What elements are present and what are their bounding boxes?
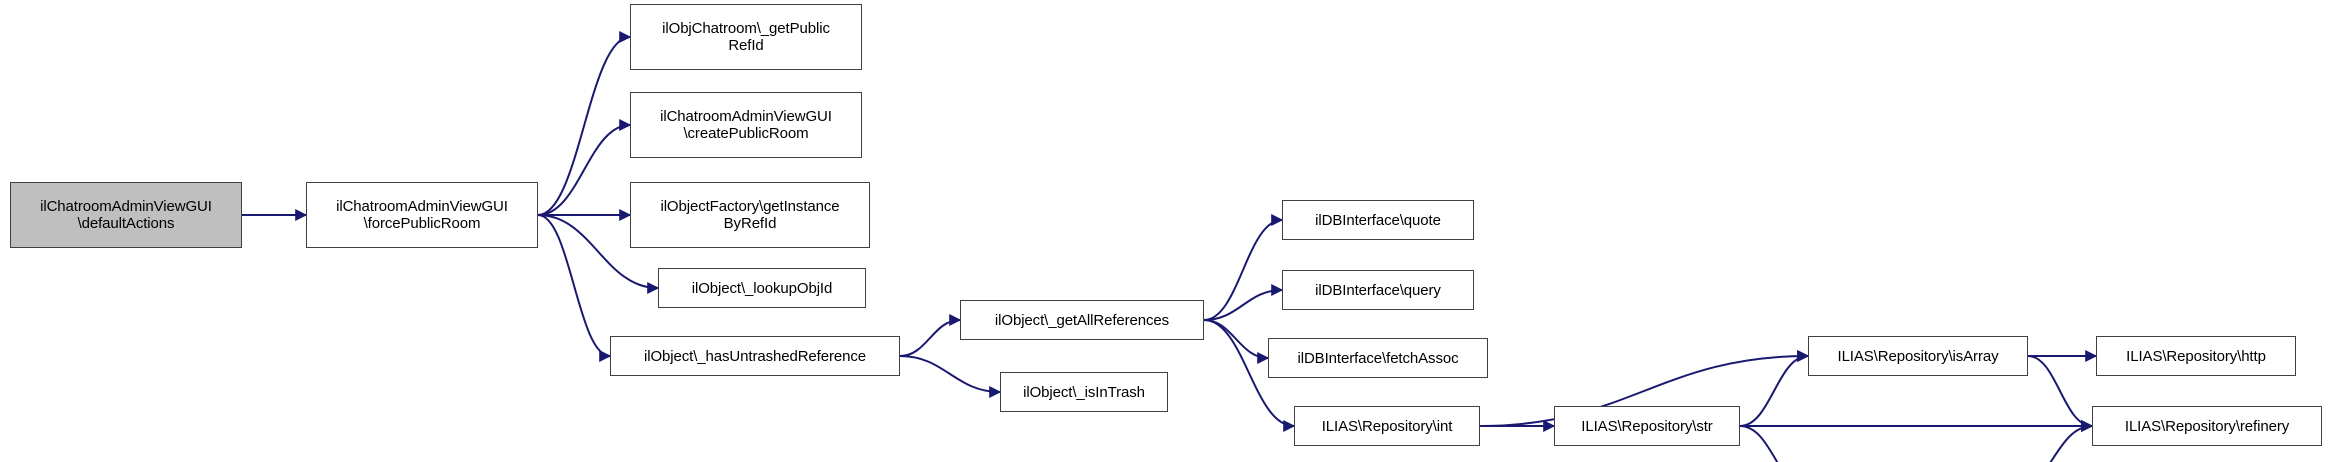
edge-hasUntrashedReference-to-isInTrash	[899, 355, 1002, 398]
edge-forcePublicRoom-to-createPublicRoom	[537, 119, 632, 216]
graph-node-hasUntrashedReference[interactable]: ilObject\_hasUntrashedReference	[610, 336, 900, 376]
graph-node-label: ILIAS\Repository\isArray	[1837, 347, 1999, 365]
graph-node-getPublicRefId[interactable]: ilObjChatroom\_getPublic RefId	[630, 4, 862, 70]
graph-node-quote[interactable]: ilDBInterface\quote	[1282, 200, 1474, 240]
graph-node-repoInt[interactable]: ILIAS\Repository\int	[1294, 406, 1480, 446]
graph-node-label: ilObject\_isInTrash	[1023, 383, 1145, 401]
graph-node-label: ilObjChatroom\_getPublic RefId	[662, 20, 830, 54]
graph-node-label: ilChatroomAdminViewGUI \forcePublicRoom	[336, 198, 508, 232]
graph-node-label: ILIAS\Repository\int	[1321, 417, 1453, 435]
graph-node-label: ilDBInterface\quote	[1315, 211, 1441, 229]
graph-node-label: ilObject\_lookupObjId	[691, 279, 833, 297]
graph-node-label: ilObject\_hasUntrashedReference	[643, 347, 867, 365]
graph-node-label: ILIAS\Repository\str	[1581, 417, 1713, 435]
graph-node-label: ILIAS\Repository\http	[2126, 347, 2266, 365]
edge-hasUntrashedReference-to-getAllReferences	[899, 314, 962, 357]
graph-node-isArray[interactable]: ILIAS\Repository\isArray	[1808, 336, 2028, 376]
graph-node-label: ILIAS\Repository\refinery	[2124, 417, 2290, 435]
edge-repoStr-to-isArray	[1739, 350, 1810, 427]
graph-node-lookupObjId[interactable]: ilObject\_lookupObjId	[658, 268, 866, 308]
graph-node-fetchAssoc[interactable]: ilDBInterface\fetchAssoc	[1268, 338, 1488, 378]
graph-node-getInstanceByRefId[interactable]: ilObjectFactory\getInstance ByRefId	[630, 182, 870, 248]
graph-node-createPublicRoom[interactable]: ilChatroomAdminViewGUI \createPublicRoom	[630, 92, 862, 158]
graph-node-label: ilObject\_getAllReferences	[994, 311, 1170, 329]
graph-node-isInTrash[interactable]: ilObject\_isInTrash	[1000, 372, 1168, 412]
graph-node-label: ilDBInterface\fetchAssoc	[1297, 349, 1459, 367]
graph-node-http[interactable]: ILIAS\Repository\http	[2096, 336, 2296, 376]
edge-forcePublicRoom-to-hasUntrashedReference	[537, 214, 612, 362]
graph-node-label: ilDBInterface\query	[1315, 281, 1441, 299]
graph-node-getAllReferences[interactable]: ilObject\_getAllReferences	[960, 300, 1204, 340]
graph-node-defaultActions[interactable]: ilChatroomAdminViewGUI \defaultActions	[10, 182, 242, 248]
graph-node-label: ilChatroomAdminViewGUI \createPublicRoom	[660, 108, 832, 142]
edge-repoStrip-to-refinery	[2049, 420, 2094, 462]
edge-getAllReferences-to-fetchAssoc	[1203, 319, 1270, 364]
graph-node-query[interactable]: ilDBInterface\query	[1282, 270, 1474, 310]
edge-repoStr-to-repoStrip	[1739, 425, 1779, 462]
graph-node-forcePublicRoom[interactable]: ilChatroomAdminViewGUI \forcePublicRoom	[306, 182, 538, 248]
edge-getAllReferences-to-quote	[1203, 214, 1284, 321]
graph-node-refinery[interactable]: ILIAS\Repository\refinery	[2092, 406, 2322, 446]
edge-forcePublicRoom-to-getPublicRefId	[537, 31, 632, 216]
graph-node-label: ilChatroomAdminViewGUI \defaultActions	[40, 198, 212, 232]
graph-node-repoStr[interactable]: ILIAS\Repository\str	[1554, 406, 1740, 446]
edge-isArray-to-refinery	[2027, 355, 2094, 432]
edge-getAllReferences-to-query	[1203, 284, 1284, 321]
graph-node-label: ilObjectFactory\getInstance ByRefId	[660, 198, 840, 232]
